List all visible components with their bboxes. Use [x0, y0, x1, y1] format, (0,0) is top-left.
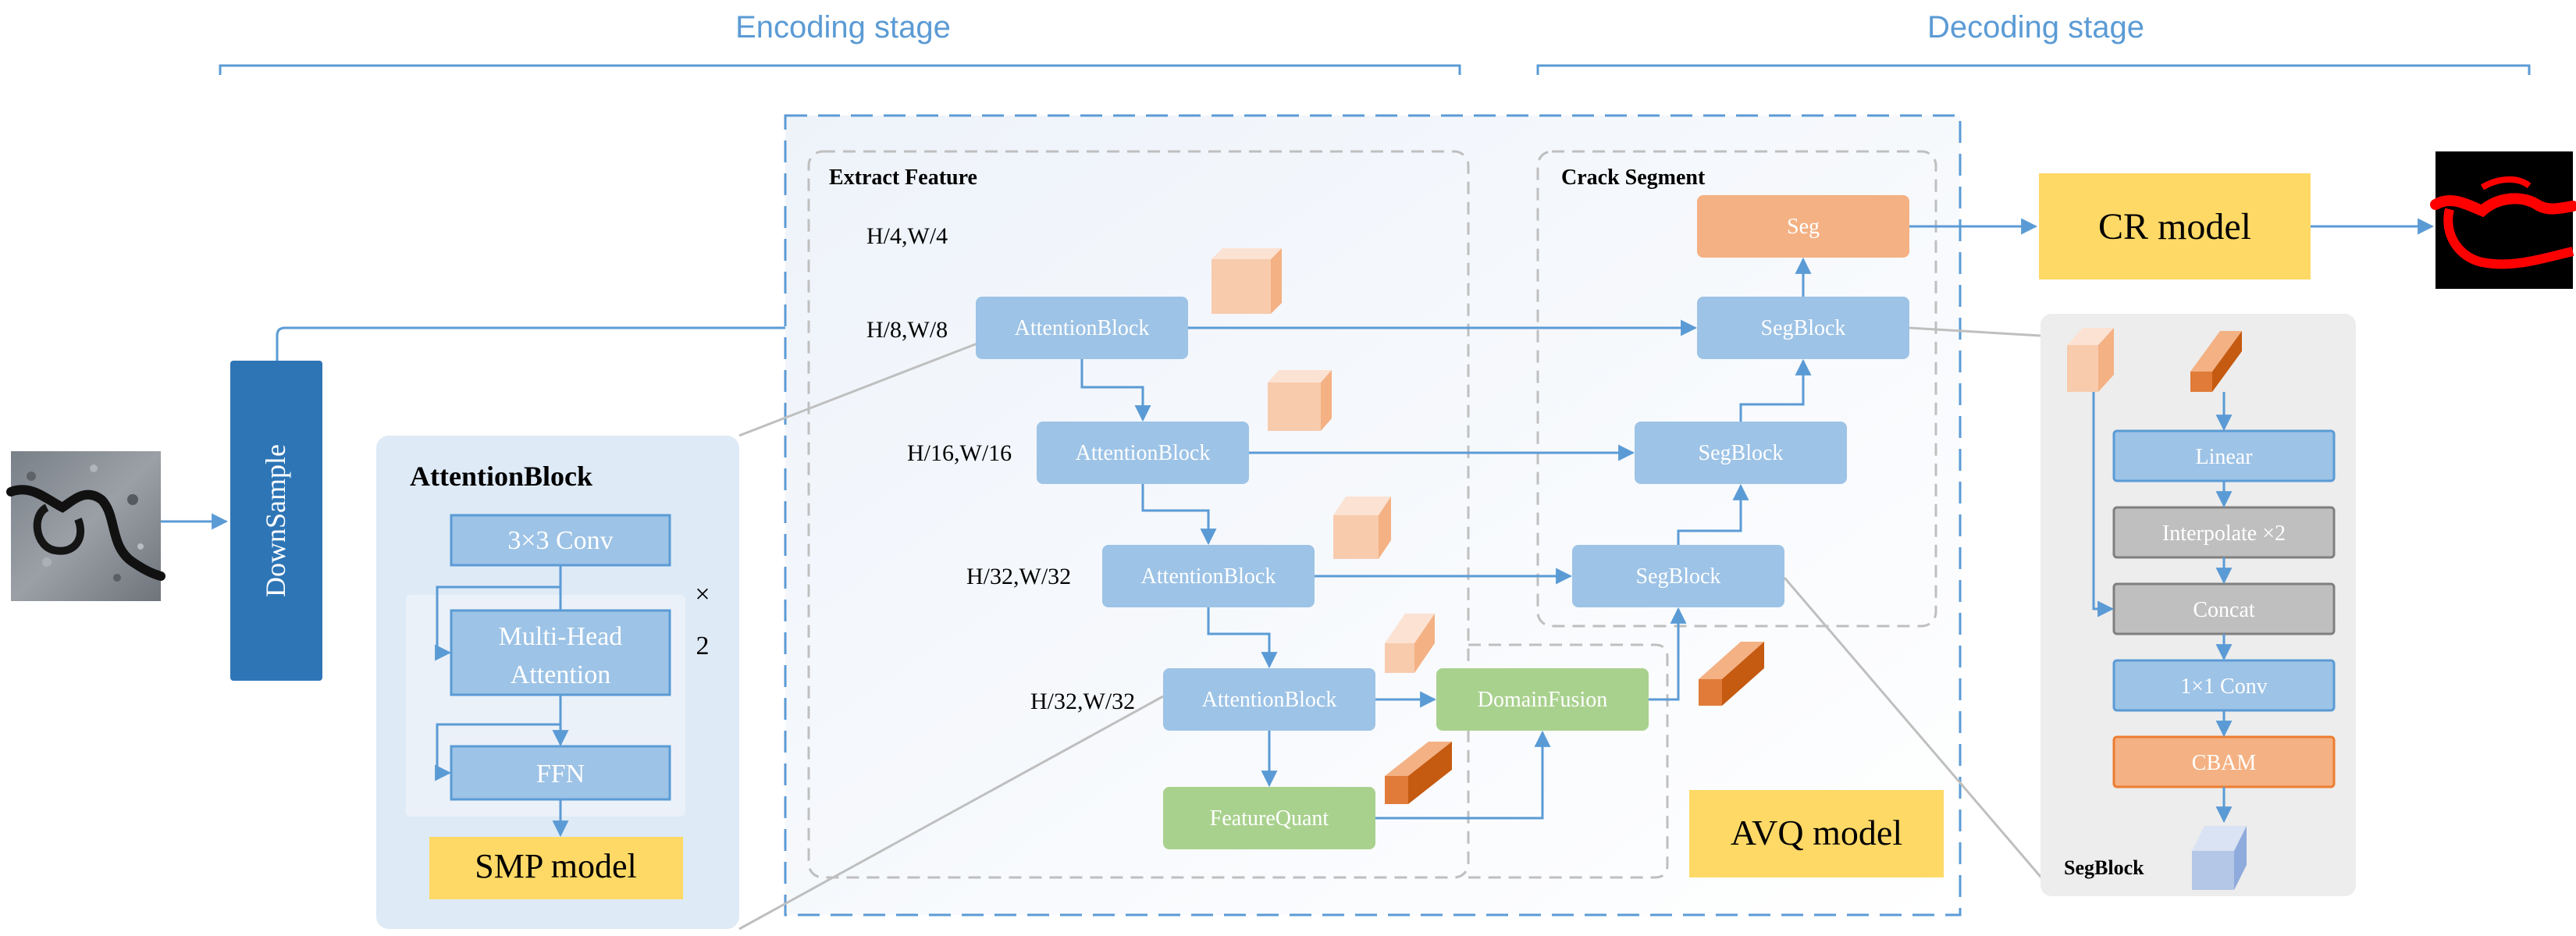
downsample-to-attention-arrow [276, 319, 977, 361]
panel-link-top [738, 342, 978, 437]
quant-to-fusion-arrow [1375, 730, 1551, 820]
feature-quant-block: FeatureQuant [1163, 787, 1375, 849]
scale-label-h32-b: H/32,W/32 [1030, 689, 1135, 714]
ffn-label: FFN [536, 760, 585, 788]
segpanel-output-cube [2192, 826, 2247, 890]
seg-block-2: SegBlock [1635, 422, 1847, 484]
output-mask-image [2430, 151, 2576, 289]
extract-feature-title: Extract Feature [829, 165, 977, 190]
attention-conv-label: 3×3 Conv [507, 526, 613, 555]
fusion-cube [1699, 642, 1764, 706]
domain-fusion-label: DomainFusion [1478, 688, 1607, 712]
decoding-stage-bracket [1536, 64, 2531, 75]
segpanel-conv-label: 1×1 Conv [2180, 674, 2267, 699]
seg-block-1: SegBlock [1572, 545, 1784, 607]
repeat-symbol: × [695, 580, 710, 609]
segpanel-title: SegBlock [2064, 856, 2144, 879]
segpanel-cbam-label: CBAM [2192, 751, 2257, 775]
attention-block-3: AttentionBlock [1102, 545, 1315, 607]
seg-block-1-label: SegBlock [1636, 564, 1721, 589]
smp-model-label-box [429, 837, 683, 899]
feature-cube-3 [1333, 496, 1391, 559]
input-crack-image [6, 451, 165, 601]
extract-feature-box [807, 150, 1470, 879]
attention-block-3-label: AttentionBlock [1141, 564, 1276, 589]
scale-label-h16: H/16,W/16 [907, 440, 1012, 466]
seg2-to-seg3-arrow [1739, 358, 1812, 422]
panel-link-bottom [738, 695, 1164, 931]
domain-fusion-block: DomainFusion [1436, 668, 1649, 731]
segpanel-interpolate-label: Interpolate ×2 [2162, 521, 2286, 546]
segpanel-cube-dark [2190, 331, 2242, 392]
attention-block-panel: AttentionBlock 3×3 Conv Multi-Head Atten… [376, 436, 739, 929]
segpanel-light-to-concat-arrow [2092, 392, 2115, 617]
scale-label-h8: H/8,W/8 [866, 317, 948, 343]
scale-label-h4: H/4,W/4 [866, 223, 948, 249]
seg-block-3: SegBlock [1697, 297, 1909, 359]
segpanel-link-top [1909, 326, 2041, 337]
ffn-skip-arrow [435, 723, 560, 781]
cr-model-box [2039, 173, 2311, 279]
smp-model-label: SMP model [475, 847, 636, 885]
attention-block-2-label: AttentionBlock [1076, 441, 1211, 465]
attention-panel-title: AttentionBlock [410, 461, 592, 492]
decoding-stage-label: Decoding stage [1927, 10, 2144, 44]
attention-block-4: AttentionBlock [1163, 668, 1375, 731]
segblock-panel: Linear Interpolate ×2 Concat 1×1 Conv CB… [2041, 314, 2356, 896]
segpanel-linear-label: Linear [2195, 445, 2253, 469]
domain-fusion-box [1468, 643, 1669, 879]
mha-skip-arrow [435, 585, 560, 661]
attn3-to-attn4-arrow [1207, 607, 1278, 669]
repeat-count: 2 [696, 632, 710, 660]
scale-label-h32: H/32,W/32 [966, 564, 1071, 589]
downsample-label: DownSample [260, 444, 291, 597]
crack-segment-title: Crack Segment [1561, 165, 1706, 190]
segpanel-link-bottom [1783, 577, 2047, 883]
attn1-to-attn2-arrow [1080, 359, 1151, 422]
fusion-to-seg1-arrow [1649, 607, 1687, 701]
segpanel-concat-label: Concat [2193, 598, 2255, 622]
encoding-stage-label: Encoding stage [735, 10, 951, 44]
encoding-stage-bracket [219, 64, 1461, 75]
segpanel-cube-light [2067, 328, 2114, 392]
seg1-to-seg2-arrow [1677, 483, 1749, 545]
downsample-block: DownSample [230, 361, 322, 681]
attention-block-1-label: AttentionBlock [1015, 316, 1150, 340]
feature-cube-4 [1385, 614, 1435, 673]
crack-segment-box [1536, 150, 1937, 628]
cr-model-label: CR model [2098, 206, 2251, 247]
avq-model-label: AVQ model [1731, 813, 1902, 852]
attention-block-1: AttentionBlock [976, 297, 1188, 359]
attention-block-4-label: AttentionBlock [1202, 688, 1337, 712]
quant-cube [1385, 742, 1452, 804]
seg-head-label: Seg [1787, 215, 1820, 239]
attention-block-2: AttentionBlock [1037, 422, 1249, 484]
seg-block-2-label: SegBlock [1699, 441, 1784, 465]
attn2-to-attn3-arrow [1141, 484, 1217, 546]
seg-block-3-label: SegBlock [1761, 316, 1846, 340]
multi-head-attention-line2: Attention [511, 660, 610, 689]
multi-head-attention-line1: Multi-Head [499, 622, 623, 651]
feature-cube-2 [1268, 370, 1332, 431]
seg-head-block: Seg [1697, 195, 1909, 258]
feature-quant-label: FeatureQuant [1210, 806, 1329, 831]
avq-model-label-box [1689, 790, 1944, 877]
feature-cube-1 [1212, 248, 1282, 314]
